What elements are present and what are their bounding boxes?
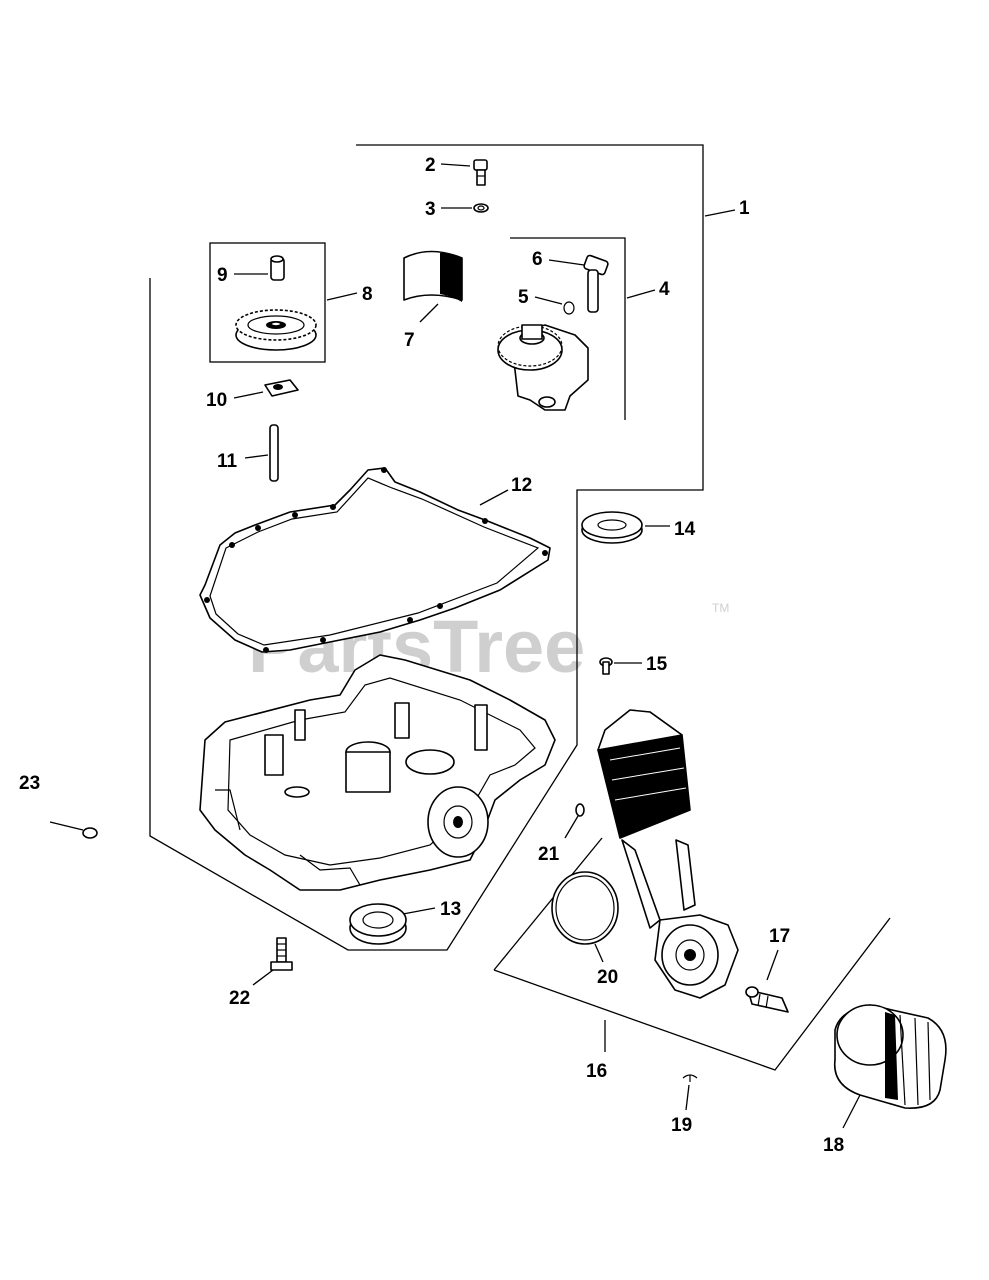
screen-part-7[interactable] — [403, 250, 463, 303]
callout-2: 2 — [425, 155, 436, 176]
callout-23: 23 — [19, 773, 40, 794]
o-ring-part-5[interactable] — [563, 301, 575, 315]
callout-6: 6 — [532, 249, 543, 270]
fitting-part-21[interactable] — [575, 803, 585, 817]
pin-part-9[interactable] — [270, 255, 285, 281]
seal-part-14[interactable] — [581, 511, 643, 544]
screw-part-15[interactable] — [599, 657, 613, 675]
callout-15: 15 — [646, 654, 668, 675]
oil-cooler-kit-outline — [493, 837, 603, 971]
assembly-1-outline — [149, 144, 704, 951]
shaft-part-11[interactable] — [269, 424, 279, 482]
callout-7: 7 — [404, 330, 415, 351]
callout-13: 13 — [440, 899, 461, 920]
leader-lines — [49, 163, 861, 1129]
bracket-part-10[interactable] — [264, 379, 299, 397]
callout-22: 22 — [229, 988, 250, 1009]
callout-10: 10 — [206, 390, 227, 411]
callout-labels: 2 3 1 4 5 6 7 8 9 10 11 12 13 14 15 16 1… — [19, 155, 844, 1156]
callout-9: 9 — [217, 265, 228, 286]
callout-12: 12 — [511, 475, 532, 496]
plug-part-23[interactable] — [82, 827, 98, 839]
callout-11: 11 — [217, 451, 238, 472]
seal-part-13[interactable] — [349, 903, 407, 945]
callout-3: 3 — [425, 199, 436, 220]
callout-20: 20 — [597, 967, 618, 988]
callout-14: 14 — [674, 519, 696, 540]
bolt-part-2[interactable] — [473, 159, 488, 186]
adapter-part-17[interactable] — [745, 986, 789, 1013]
callout-5: 5 — [518, 287, 529, 308]
washer-part-3[interactable] — [473, 203, 489, 213]
gear-kit-outline — [209, 242, 326, 363]
bolt-part-22[interactable] — [270, 937, 293, 971]
callout-1: 1 — [739, 198, 750, 219]
callout-19: 19 — [671, 1115, 692, 1136]
watermark-trademark: TM — [712, 601, 729, 615]
o-ring-part-20[interactable] — [551, 871, 619, 945]
callout-16: 16 — [586, 1061, 607, 1082]
oil-cooler-kit-outline-2 — [493, 917, 891, 1071]
oil-filter-part-18[interactable] — [833, 1004, 947, 1109]
callout-4: 4 — [659, 279, 670, 300]
oil-cooler-part-16[interactable] — [597, 709, 739, 999]
gasket-part-12[interactable] — [199, 467, 551, 653]
gear-part-8[interactable] — [235, 309, 317, 351]
oil-pump-kit-outline — [510, 237, 626, 420]
oil-pump-part-4[interactable] — [497, 324, 589, 411]
oil-pan-housing[interactable] — [199, 654, 556, 891]
callout-17: 17 — [769, 926, 790, 947]
relief-valve-part-6[interactable] — [583, 254, 609, 313]
clip-part-19[interactable] — [682, 1074, 698, 1082]
callout-18: 18 — [823, 1135, 844, 1156]
callout-8: 8 — [362, 284, 373, 305]
callout-21: 21 — [538, 844, 560, 865]
